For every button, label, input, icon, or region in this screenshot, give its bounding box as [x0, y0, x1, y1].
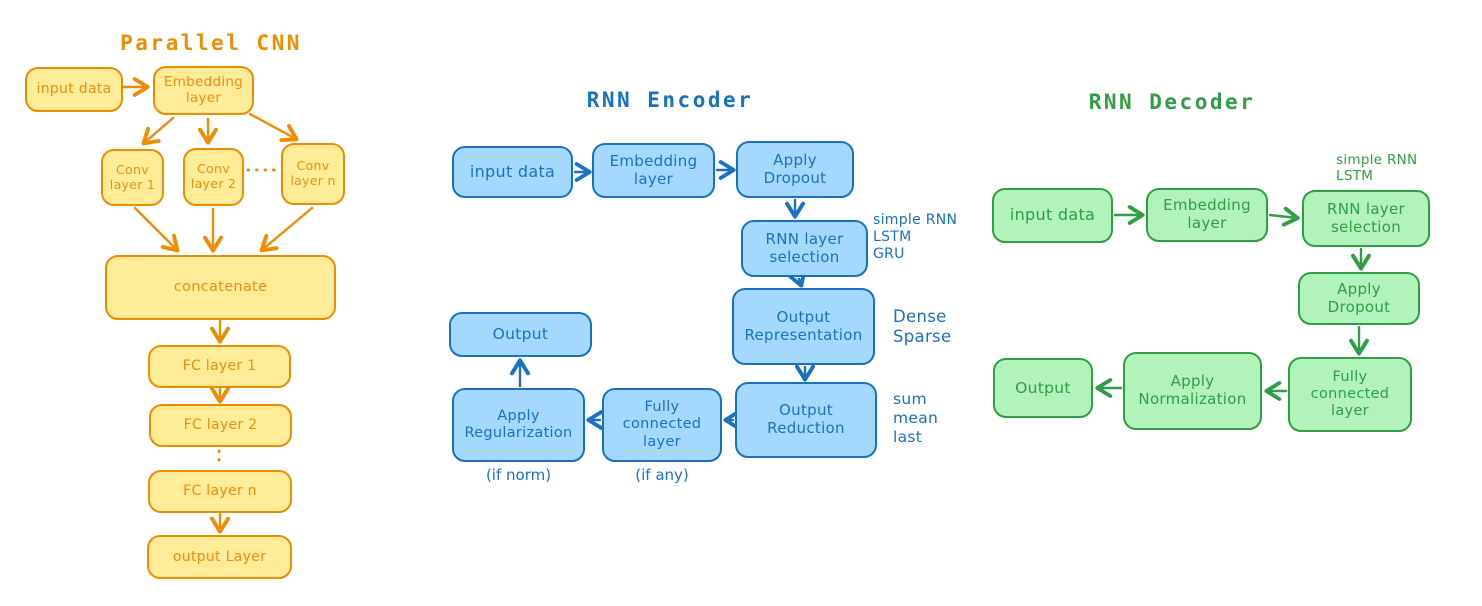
decoder-apply-normalization-node: Apply Normalization [1123, 352, 1262, 430]
arrow-cnn-embedding-to-convn [248, 112, 299, 143]
arrow-cnn-convn-to-concatenate [259, 206, 314, 253]
encoder-apply-dropout-node: Apply Dropout [736, 141, 854, 198]
decoder-rnn-types-annotation: simple RNN LSTM [1336, 152, 1418, 185]
encoder-fully-connected-layer-node: Fully connected layer [602, 388, 722, 462]
decoder-rnn-layer-selection-node: RNN layer selection [1302, 190, 1430, 247]
cnn-embedding-layer-node: Embedding layer [153, 66, 254, 115]
encoder-output-reduction-node: Output Reduction [735, 382, 877, 458]
encoder-embedding-layer-node: Embedding layer [592, 143, 715, 198]
cnn-conv-layer-2-node: Conv layer 2 [183, 148, 244, 206]
encoder-rnn-types-annotation: simple RNN LSTM GRU [873, 212, 958, 263]
cnn-fc-layer-2-node: FC layer 2 [149, 404, 292, 447]
encoder-representation-types-annotation: Dense Sparse [893, 307, 952, 347]
encoder-if-any-caption: (if any) [635, 466, 689, 484]
encoder-reduction-types-annotation: sum mean last [893, 390, 939, 446]
cnn-conv-layer-n-node: Conv layer n [281, 143, 345, 205]
encoder-if-norm-caption: (if norm) [485, 466, 552, 484]
decoder-input-data-node: input data [992, 188, 1113, 243]
cnn-fc-layer-n-node: FC layer n [148, 470, 292, 513]
encoder-output-representation-node: Output Representation [732, 288, 875, 365]
decoder-title: RNN Decoder [1088, 90, 1256, 114]
cnn-conv-layer-1-node: Conv layer 1 [101, 149, 164, 206]
arrow-enc-rnnselection-to-representation [787, 268, 807, 288]
arrow-cnn-embedding-to-conv1 [141, 116, 175, 146]
decoder-embedding-layer-node: Embedding layer [1146, 188, 1268, 242]
arrow-dec-embedding-to-rnnselection [1268, 206, 1300, 227]
decoder-fully-connected-layer-node: Fully connected layer [1288, 357, 1412, 432]
cnn-input-data-node: input data [25, 67, 123, 112]
cnn-output-layer-node: output Layer [147, 535, 292, 579]
encoder-title: RNN Encoder [586, 88, 754, 112]
encoder-apply-regularization-node: Apply Regularization [452, 388, 585, 462]
cnn-title: Parallel CNN [120, 31, 302, 55]
arrow-cnn-conv1-to-concatenate [133, 206, 180, 253]
encoder-input-data-node: input data [452, 146, 573, 198]
cnn-concatenate-node: concatenate [105, 255, 336, 320]
encoder-rnn-layer-selection-node: RNN layer selection [741, 220, 868, 277]
decoder-apply-dropout-node: Apply Dropout [1298, 272, 1420, 325]
cnn-fc-layer-1-node: FC layer 1 [148, 345, 291, 388]
decoder-output-node: Output [993, 358, 1093, 418]
encoder-output-node: Output [449, 312, 592, 357]
